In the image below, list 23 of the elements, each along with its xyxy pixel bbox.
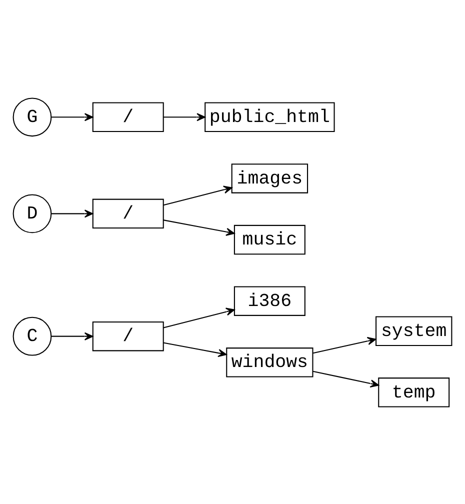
- node-box: system: [376, 316, 452, 346]
- arrow: [163, 185, 232, 206]
- arrow: [163, 219, 235, 236]
- arrow: [163, 307, 235, 328]
- arrow: [312, 370, 379, 388]
- node-box: images: [231, 163, 308, 193]
- arrow: [163, 342, 227, 357]
- arrow: [52, 332, 94, 340]
- node-circle: D: [12, 194, 52, 233]
- arrow: [312, 336, 376, 354]
- node-box: /: [92, 102, 164, 132]
- node-circle: C: [12, 316, 52, 356]
- arrow: [52, 112, 94, 121]
- arrow: [163, 112, 206, 121]
- node-circle: G: [12, 97, 52, 136]
- arrow: [52, 209, 94, 218]
- node-box: music: [234, 224, 306, 254]
- node-box: i386: [234, 286, 306, 316]
- node-box: /: [92, 320, 164, 351]
- node-box: /: [92, 198, 164, 228]
- node-box: public_html: [204, 102, 335, 132]
- node-box: windows: [226, 347, 314, 377]
- node-box: temp: [378, 377, 450, 407]
